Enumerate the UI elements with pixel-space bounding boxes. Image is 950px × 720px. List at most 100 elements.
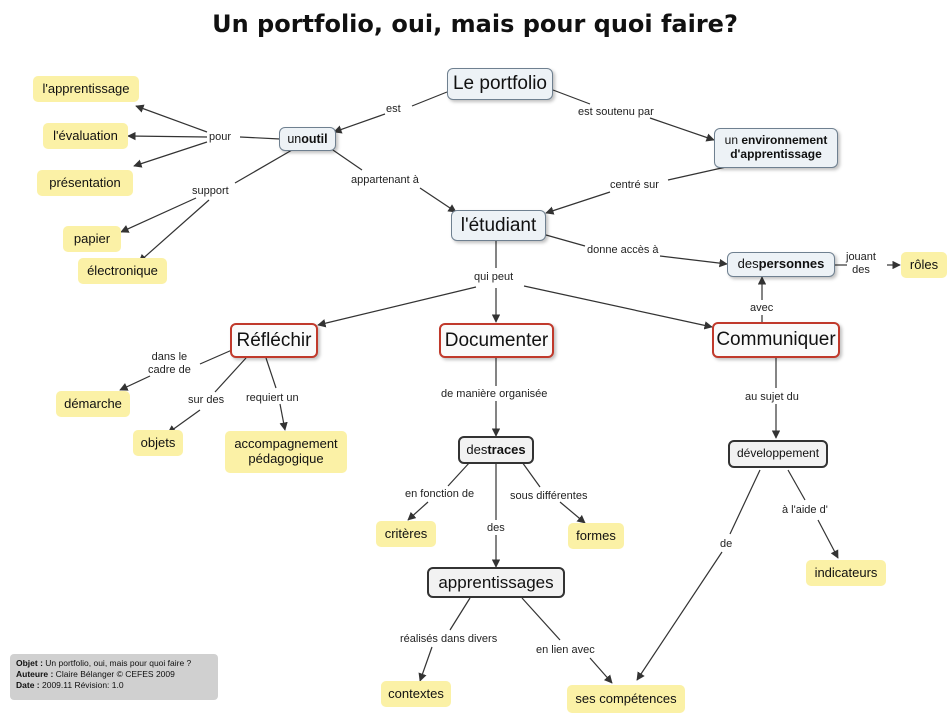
edge-soutenu-env [649,117,715,142]
jouant-line2: des [852,264,870,277]
link-appartenant-a: appartenant à [351,174,419,186]
node-des-traces[interactable]: des traces [458,436,534,464]
accompagnement-line1: accompagnement [234,436,338,452]
traces-bold: traces [487,441,526,457]
edge-portfolio-est [411,91,448,107]
link-dans-le-cadre-de: dans le cadre de [148,351,191,377]
edge-de-competences [636,551,723,681]
link-requiert-un: requiert un [246,392,299,404]
edge-reflechir-surdes [214,357,247,393]
node-environnement[interactable]: un environnement d'apprentissage [714,128,838,168]
jouant-line1: jouant [846,251,876,263]
personnes-bold: personnes [758,256,825,272]
node-apprentissages[interactable]: apprentissages [427,567,565,598]
link-est: est [386,103,401,115]
edge-realises-contextes [418,646,433,682]
link-donne-acces-a: donne accès à [587,244,659,256]
info-date: Date : 2009.11 Révision: 1.0 [16,680,124,691]
edge-pour-evaluation [127,131,208,141]
personnes-prefix: des [737,256,759,272]
edge-est-outil [333,113,386,134]
link-sur-des: sur des [188,394,225,406]
link-jouant-des: jouant des [846,251,876,277]
edge-developpement-aide [787,469,806,501]
node-electronique[interactable]: électronique [78,258,167,284]
node-le-portfolio[interactable]: Le portfolio [447,68,553,100]
link-avec: avec [750,302,774,314]
danscadre-line2: cadre de [148,364,191,377]
traces-prefix: des [466,441,488,457]
edge-requiert-accompagnement [279,403,288,431]
edge-quipeut-reflechir [317,286,477,328]
link-qui-peut: qui peut [474,271,514,283]
edge-danscadre-demarche [119,375,151,391]
env-line1: un environnement [724,133,828,148]
node-demarche[interactable]: démarche [56,391,130,417]
link-pour: pour [209,131,232,143]
link-support: support [192,185,229,197]
map-title: Un portfolio, oui, mais pour quoi faire? [212,10,738,38]
edge-pour-apprentissage [135,104,208,133]
link-de: de [720,538,733,550]
link-en-lien-avec: en lien avec [536,644,595,656]
link-sous-differentes: sous différentes [510,490,588,502]
edge-outil-support [234,149,293,184]
node-etudiant[interactable]: l'étudiant [451,210,546,241]
node-presentation[interactable]: présentation [37,170,133,196]
edge-centre-etudiant [545,191,611,215]
node-accompagnement[interactable]: accompagnement pédagogique [225,431,347,473]
node-papier[interactable]: papier [63,226,121,252]
edge-pour-presentation [133,141,208,168]
edge-apprentissages-realises [449,597,471,631]
node-l-evaluation[interactable]: l'évaluation [43,123,128,149]
edge-support-papier [120,197,197,233]
edge-traces-sous [521,461,541,488]
node-des-personnes[interactable]: des personnes [727,252,835,277]
edge-appartenant-etudiant [419,187,457,213]
outil-prefix: un [287,131,302,146]
edge-outil-pour [239,136,281,140]
outil-bold: outil [301,131,328,146]
link-de-maniere-organisee: de manière organisée [441,388,548,400]
link-centre-sur: centré sur [610,179,659,191]
accompagnement-line2: pédagogique [248,451,324,466]
edge-reflechir-requiert [265,357,277,389]
env-line2: d'apprentissage [730,147,822,161]
info-auteure: Auteure : Claire Bélanger © CEFES 2009 [16,669,175,680]
edge-quipeut-communiquer [523,285,713,330]
edge-etudiant-donne [545,234,586,247]
link-en-fonction-de: en fonction de [405,488,475,500]
link-au-sujet-du: au sujet du [745,391,799,403]
node-developpement[interactable]: développement [728,440,828,468]
link-est-soutenu-par: est soutenu par [578,106,654,118]
link-realises-dans-divers: réalisés dans divers [400,633,498,645]
edge-enlien-competences [589,657,613,684]
node-reflechir[interactable]: Réfléchir [230,323,318,358]
node-documenter[interactable]: Documenter [439,323,554,358]
edge-sous-formes [559,501,586,524]
node-criteres[interactable]: critères [376,521,436,547]
node-objets[interactable]: objets [133,430,183,456]
info-objet: Objet : Un portfolio, oui, mais pour quo… [16,658,192,668]
node-ses-competences[interactable]: ses compétences [567,685,685,713]
node-l-apprentissage[interactable]: l'apprentissage [33,76,139,102]
link-des: des [487,522,505,534]
edge-aide-indicateurs [817,519,839,559]
edge-outil-appartenant [329,147,363,171]
node-communiquer[interactable]: Communiquer [712,322,840,358]
edge-surdes-objets [167,409,201,434]
node-formes[interactable]: formes [568,523,624,549]
edge-enfonction-criteres [407,501,429,521]
link-a-l-aide-d: à l'aide d' [782,504,828,516]
node-roles[interactable]: rôles [901,252,947,278]
edge-traces-enfonction [447,461,471,487]
edge-portfolio-soutenu [552,89,591,105]
map-info-box: Objet : Un portfolio, oui, mais pour quo… [10,654,218,700]
edge-support-electronique [138,199,210,263]
node-un-outil[interactable]: un outil [279,127,336,151]
node-contextes[interactable]: contextes [381,681,451,707]
node-indicateurs[interactable]: indicateurs [806,560,886,586]
edge-reflechir-danscadre [199,349,233,365]
danscadre-line1: dans le [151,351,188,363]
